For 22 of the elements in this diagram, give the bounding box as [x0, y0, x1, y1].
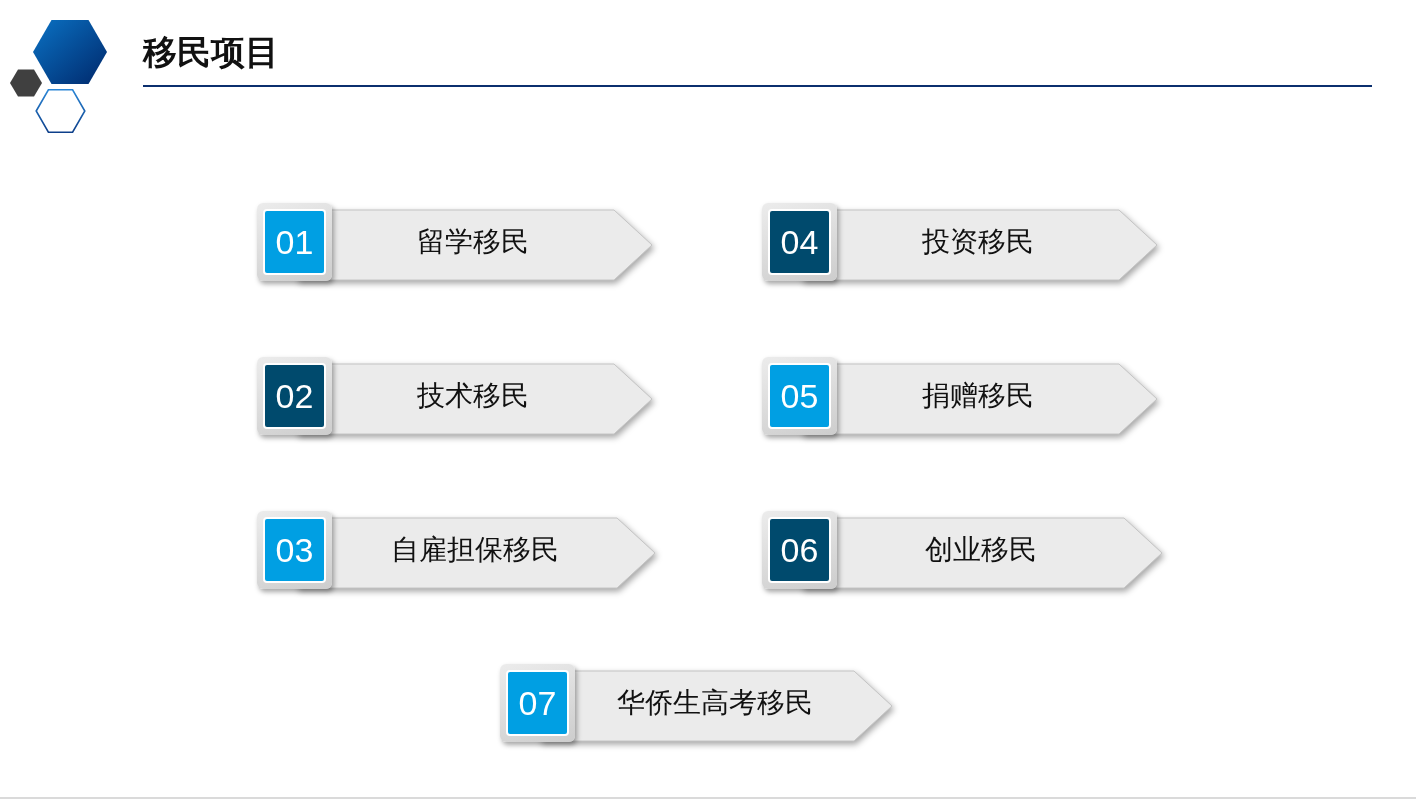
page-title: 移民项目: [143, 31, 279, 74]
item-label: 捐赠移民: [921, 378, 1035, 414]
item-label: 华侨生高考移民: [615, 685, 814, 721]
arrow-banner: [762, 357, 1157, 435]
number-tile: 07: [500, 664, 575, 742]
number-tile: 03: [257, 511, 332, 589]
arrow-banner: [257, 357, 652, 435]
item-label: 投资移民: [921, 224, 1035, 260]
arrow-banner: [762, 203, 1157, 281]
item-label: 创业移民: [923, 532, 1038, 568]
number-tile: 06: [762, 511, 837, 589]
item-label: 技术移民: [416, 378, 530, 414]
item-label: 自雇担保移民: [389, 532, 560, 568]
arrow-banner: [762, 511, 1162, 589]
arrow-banner: [257, 203, 652, 281]
number-tile: 02: [257, 357, 332, 435]
number-tile: 01: [257, 203, 332, 281]
item-label: 留学移民: [416, 224, 530, 260]
arrow-banner: [257, 511, 655, 589]
number-tile: 04: [762, 203, 837, 281]
arrow-banner: [500, 664, 892, 742]
number-tile: 05: [762, 357, 837, 435]
